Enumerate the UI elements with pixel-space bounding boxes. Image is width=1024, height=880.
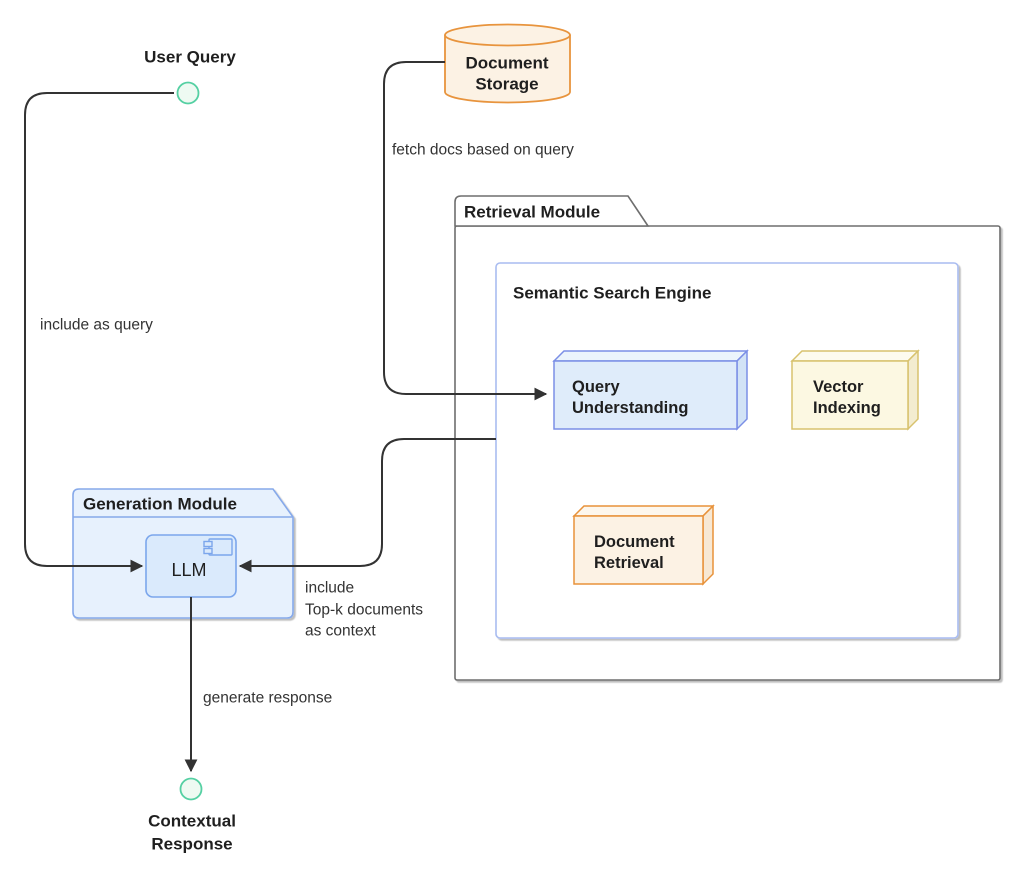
fetch-docs-label: fetch docs based on query [392,142,574,159]
document-retrieval-cube-top [572,505,715,517]
component-icon [203,538,233,556]
semantic-search-engine-group: Semantic Search Engine [495,262,959,639]
component-icon-tab-top [203,540,213,548]
edge-labels: include as query fetch docs based on que… [40,142,574,707]
top-k-label-line1: include [305,580,354,597]
document-retrieval-label-line2: Retrieval [594,554,664,572]
edge-retrieval-to-llm [238,438,496,573]
generation-module-title: Generation Module [83,495,237,514]
component-icon-tab-bottom [203,547,213,555]
top-k-label-line3: as context [305,623,376,640]
include-as-query-label: include as query [40,317,153,334]
document-retrieval-cube-front [573,515,704,585]
edge-storage-to-query-understanding [383,61,548,401]
vector-indexing-label-line2: Indexing [813,399,881,417]
semantic-search-engine-title: Semantic Search Engine [513,284,711,303]
query-understanding-cube-side [736,349,748,431]
contextual-response-label-line2: Response [151,835,232,854]
query-understanding-cube-front [553,360,738,430]
query-understanding-label-line1: Query [572,378,621,396]
start-node-circle [176,81,200,105]
node-user-query: User Query [144,48,236,105]
query-understanding-cube-top [552,350,749,362]
vector-indexing-label-line1: Vector [813,378,864,396]
vector-indexing-cube-side [907,349,919,431]
node-vector-indexing: Vector Indexing [790,349,920,431]
vector-indexing-cube-top [790,350,920,362]
database-cylinder-top [444,23,571,47]
user-query-label: User Query [144,48,236,67]
contextual-response-label-line1: Contextual [148,812,236,831]
node-llm: LLM [145,534,237,598]
llm-label: LLM [171,560,206,580]
retrieval-module-tab [454,195,650,227]
query-understanding-label-line2: Understanding [572,399,688,417]
document-storage-label-line2: Storage [475,75,538,94]
edge-user-query-to-llm [24,92,174,573]
node-contextual-response: Contextual Response [148,777,236,854]
retrieval-module-title: Retrieval Module [464,203,600,222]
edges [24,61,548,773]
semantic-search-engine-box [495,262,959,639]
document-retrieval-label-line1: Document [594,533,675,551]
vector-indexing-cube-front [791,360,909,430]
top-k-label-line2: Top-k documents [305,602,423,619]
end-node-circle [179,777,203,801]
node-document-storage: Document Storage [444,23,571,104]
database-cylinder-icon [444,35,571,104]
node-document-retrieval: Document Retrieval [572,504,715,586]
document-retrieval-cube-side [702,504,714,586]
node-query-understanding: Query Understanding [552,349,749,431]
generate-response-label: generate response [203,690,332,707]
document-storage-label-line1: Document [465,54,548,73]
